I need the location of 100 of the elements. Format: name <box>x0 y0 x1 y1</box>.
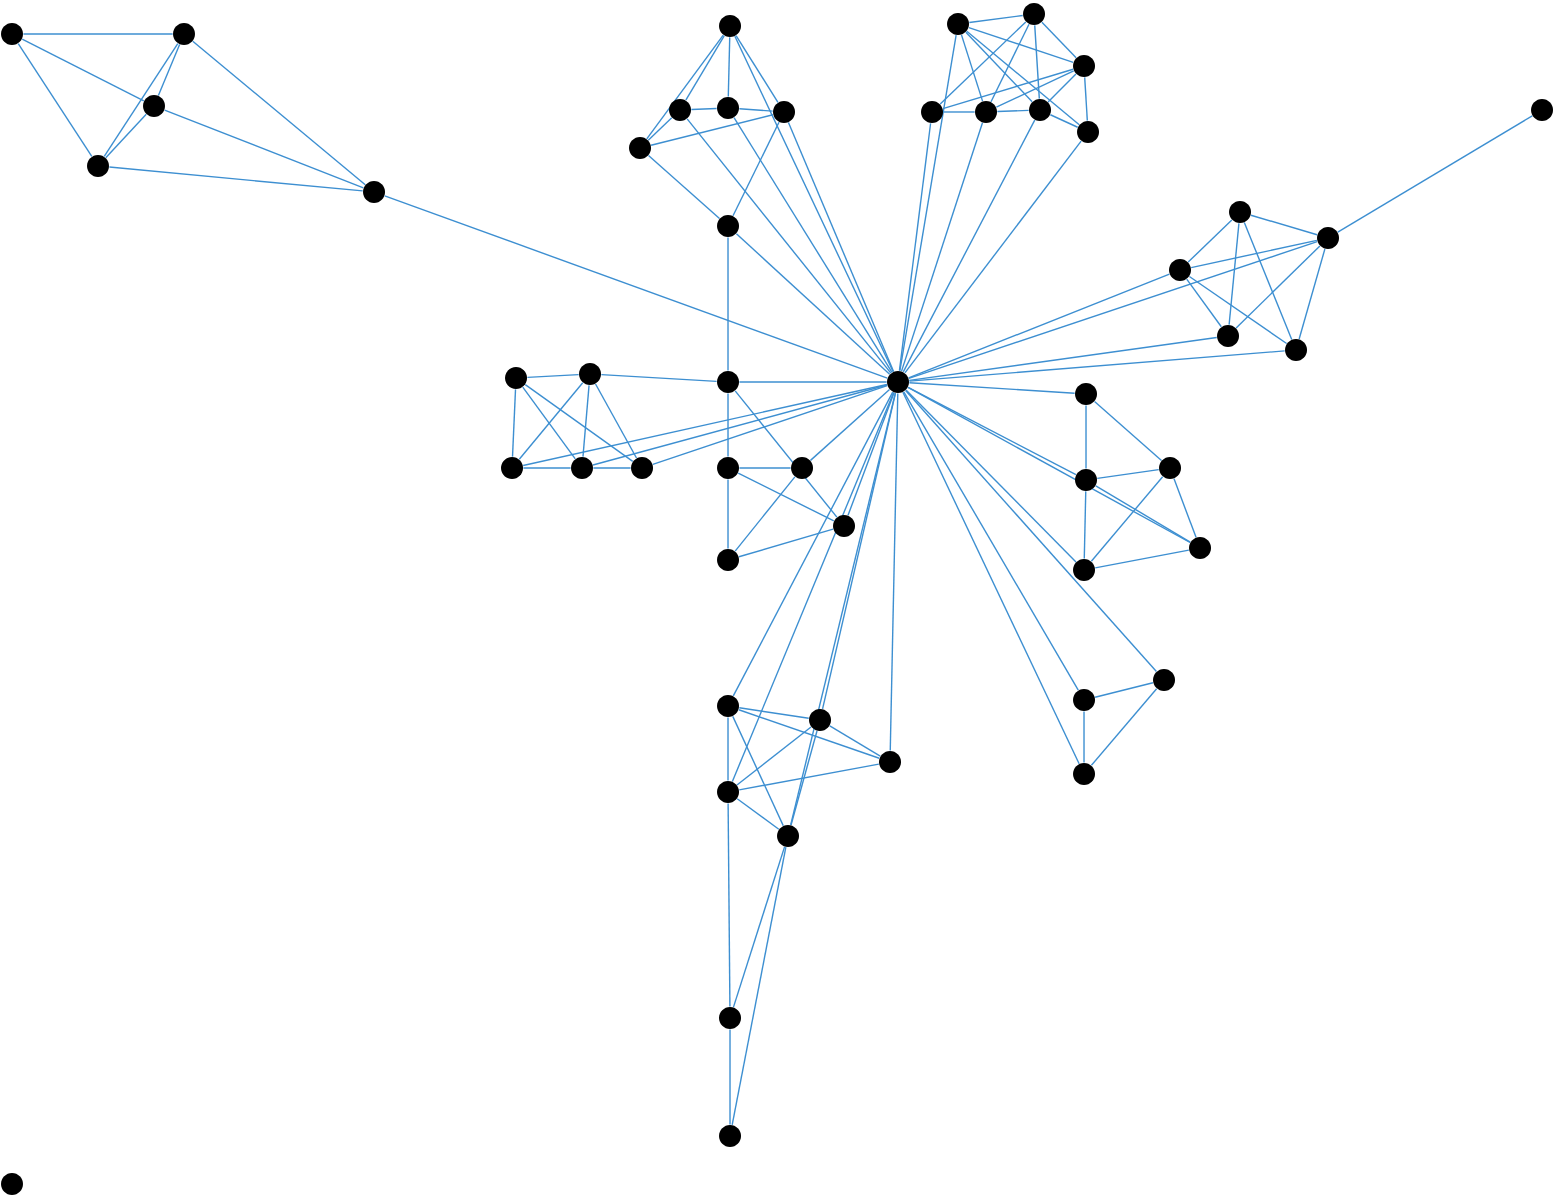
graph-node <box>669 99 691 121</box>
graph-node <box>1 23 23 45</box>
edge-line <box>594 383 638 459</box>
edge-line <box>727 478 729 550</box>
edge-line <box>727 716 729 782</box>
edge-line <box>903 391 1079 691</box>
edge-line <box>995 70 1075 108</box>
edge-line <box>650 114 774 146</box>
edge-line <box>738 528 834 558</box>
edge-line <box>652 384 888 466</box>
edge-line <box>907 386 1191 544</box>
edge-line <box>1298 248 1326 340</box>
edge-line <box>1337 115 1533 233</box>
edge-line <box>996 109 1030 113</box>
graph-node <box>1531 99 1553 121</box>
graph-node <box>1029 99 1051 121</box>
graph-node <box>719 1007 741 1029</box>
edge-line <box>1186 278 1222 328</box>
graph-node <box>717 457 739 479</box>
graph-node <box>1077 121 1099 143</box>
edge-line <box>902 391 1080 765</box>
graph-node <box>629 137 651 159</box>
edge-line <box>727 36 731 98</box>
edge-line <box>908 382 1076 394</box>
edge-line <box>731 846 787 1126</box>
edge-line <box>968 26 1074 64</box>
edge-line <box>1090 476 1164 562</box>
edge-line <box>103 42 179 158</box>
edge-line <box>735 233 891 375</box>
graph-node <box>717 549 739 571</box>
edge-line <box>524 383 634 463</box>
edge-line <box>1084 76 1089 122</box>
edge-line <box>787 121 895 373</box>
graph-node <box>579 363 601 385</box>
graph-node <box>717 371 739 393</box>
graph-node <box>505 367 527 389</box>
edge-line <box>1085 404 1087 470</box>
graph-node <box>87 155 109 177</box>
edge-line <box>729 1028 731 1126</box>
edge-line <box>1190 239 1318 269</box>
graph-node <box>717 215 739 237</box>
edge-line <box>732 846 786 1008</box>
edge-line <box>889 392 899 752</box>
graph-node <box>717 97 739 119</box>
edge-line <box>1250 214 1318 236</box>
edge-line <box>908 240 1318 380</box>
edge-line <box>1090 687 1158 767</box>
graph-node <box>1285 339 1307 361</box>
edge-line <box>157 43 181 97</box>
graph-node <box>1229 201 1251 223</box>
graph-node <box>1075 383 1097 405</box>
edge-line <box>1047 73 1077 103</box>
edge-line <box>732 715 784 827</box>
edge-line <box>790 392 897 826</box>
graph-node <box>1073 55 1095 77</box>
graph-node <box>1189 537 1211 559</box>
edge-line <box>727 802 731 1008</box>
edge-line <box>582 384 590 458</box>
edge-line <box>1034 24 1040 100</box>
edge-line <box>821 392 897 710</box>
graph-node <box>975 101 997 123</box>
graph-node <box>791 457 813 479</box>
graph-node <box>1073 763 1095 785</box>
edge-line <box>1243 221 1293 341</box>
edge-line <box>898 122 932 372</box>
graph-node <box>631 457 653 479</box>
edge-line <box>905 389 1077 563</box>
edge-line <box>1187 219 1233 263</box>
edge-line <box>732 121 780 217</box>
edge-line <box>1228 222 1240 326</box>
edge-line <box>647 117 673 141</box>
edge-line <box>790 730 818 826</box>
edge-line <box>960 34 984 102</box>
graph-node <box>719 1125 741 1147</box>
edge-line <box>968 14 1024 24</box>
edge-line <box>942 68 1074 110</box>
edge-line <box>1083 490 1087 560</box>
edge-line <box>646 34 724 140</box>
graph-node <box>1075 469 1097 491</box>
edge-line <box>732 391 894 697</box>
edge-line <box>736 726 812 786</box>
graph-node <box>921 101 943 123</box>
graph-node <box>717 781 739 803</box>
edge-line <box>686 118 892 374</box>
edge-line <box>1093 400 1163 462</box>
graph-node <box>1023 3 1045 25</box>
edge-line <box>908 336 1218 382</box>
graph-node <box>833 515 855 537</box>
edge-line <box>738 108 774 112</box>
graph-node <box>773 101 795 123</box>
edge-line <box>908 350 1286 382</box>
edge-line <box>829 725 881 757</box>
edge-line <box>1096 468 1160 480</box>
edge-line <box>1049 114 1079 128</box>
graph-node <box>1153 669 1175 691</box>
edge-line <box>1173 477 1197 539</box>
edge-line <box>907 386 1077 476</box>
edge-line <box>163 109 365 189</box>
edge-line <box>592 467 632 469</box>
edge-line <box>600 373 718 383</box>
